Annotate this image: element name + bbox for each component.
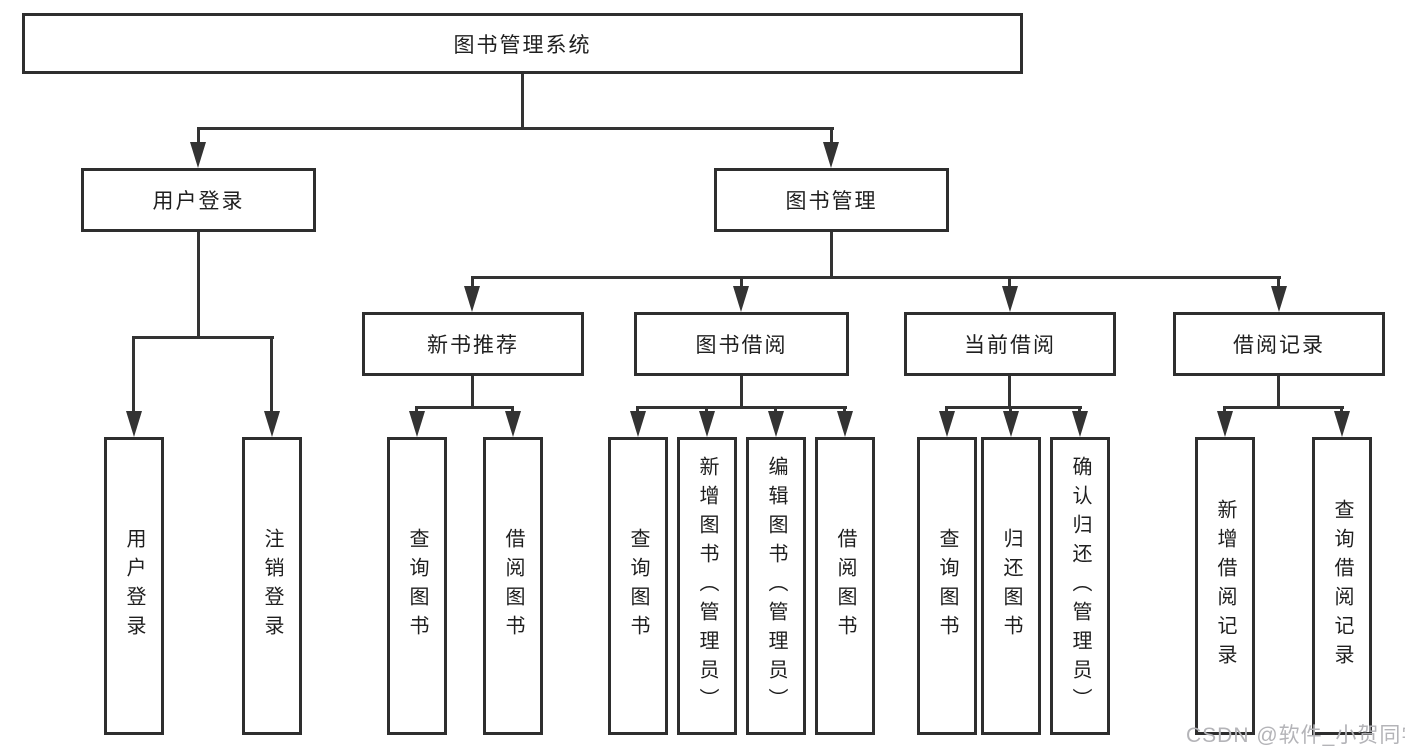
connector-stem (1008, 276, 1011, 292)
arrowhead-down-icon (1072, 411, 1088, 437)
arrowhead-down-icon (837, 411, 853, 437)
node-book-management: 图书管理 (714, 168, 949, 232)
arrowhead-down-icon (264, 411, 280, 437)
connector-stem (471, 276, 474, 292)
arrowhead-down-icon (1271, 286, 1287, 312)
connector-stem (740, 276, 743, 292)
node-new-book-recommend: 新书推荐 (362, 312, 584, 376)
arrowhead-down-icon (464, 286, 480, 312)
leaf-query-borrow-record: 查询借阅记录 (1312, 437, 1372, 735)
connector-root-trunk (521, 74, 524, 130)
connector-bookmgmt-bar (471, 276, 1281, 279)
arrowhead-down-icon (630, 411, 646, 437)
connector-stem (197, 127, 200, 147)
connector-bookmgmt-trunk (830, 232, 833, 279)
connector-stem (132, 336, 135, 416)
watermark: CSDN @软件_小贺同学 (1186, 724, 1405, 747)
node-current-borrow: 当前借阅 (904, 312, 1116, 376)
connector-newbook-bar (415, 406, 514, 409)
connector-borrowbook-bar (636, 406, 847, 409)
node-book-borrow: 图书借阅 (634, 312, 849, 376)
leaf-query-books-current: 查询图书 (917, 437, 977, 735)
connector-stem (270, 336, 273, 416)
connector-userlogin-trunk (197, 232, 200, 339)
arrowhead-down-icon (768, 411, 784, 437)
connector-userlogin-bar (132, 336, 274, 339)
leaf-user-login: 用户登录 (104, 437, 164, 735)
arrowhead-down-icon (1334, 411, 1350, 437)
leaf-query-books-recommend: 查询图书 (387, 437, 447, 735)
connector-stem (1277, 276, 1280, 292)
node-user-login: 用户登录 (81, 168, 316, 232)
leaf-logout: 注销登录 (242, 437, 302, 735)
leaf-query-books-borrow: 查询图书 (608, 437, 668, 735)
connector-stem (740, 376, 743, 409)
connector-root-bar (197, 127, 834, 130)
connector-stem (471, 376, 474, 409)
arrowhead-down-icon (126, 411, 142, 437)
arrowhead-down-icon (1003, 411, 1019, 437)
node-root: 图书管理系统 (22, 13, 1023, 74)
arrowhead-down-icon (733, 286, 749, 312)
arrowhead-down-icon (505, 411, 521, 437)
arrowhead-down-icon (1002, 286, 1018, 312)
connector-borrowrecord-bar (1223, 406, 1344, 409)
leaf-borrow-books-recommend: 借阅图书 (483, 437, 543, 735)
arrowhead-down-icon (939, 411, 955, 437)
arrowhead-down-icon (190, 142, 206, 168)
leaf-add-borrow-record: 新增借阅记录 (1195, 437, 1255, 735)
leaf-add-books-admin: 新增图书（管理员） (677, 437, 737, 735)
node-borrow-record: 借阅记录 (1173, 312, 1385, 376)
arrowhead-down-icon (409, 411, 425, 437)
arrowhead-down-icon (1217, 411, 1233, 437)
leaf-borrow-books: 借阅图书 (815, 437, 875, 735)
arrowhead-down-icon (699, 411, 715, 437)
connector-stem (1277, 376, 1280, 409)
leaf-edit-books-admin: 编辑图书（管理员） (746, 437, 806, 735)
connector-currentborrow-bar (945, 406, 1082, 409)
connector-stem (1008, 376, 1011, 409)
leaf-return-books: 归还图书 (981, 437, 1041, 735)
leaf-confirm-return-admin: 确认归还（管理员） (1050, 437, 1110, 735)
connector-stem (830, 127, 833, 147)
arrowhead-down-icon (823, 142, 839, 168)
